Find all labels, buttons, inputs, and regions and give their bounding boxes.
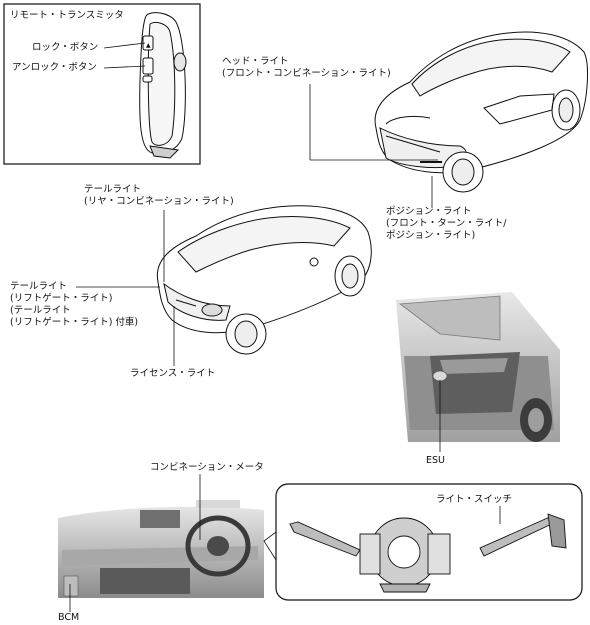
combination-meter-label: コンビネーション・メータ <box>150 462 264 473</box>
dashboard-photo-icon <box>58 500 264 598</box>
combination-switch-icon <box>289 513 567 593</box>
open-liftgate-photo-icon <box>396 292 560 442</box>
svg-text:▲: ▲ <box>146 42 151 49</box>
lock-leader <box>103 42 146 49</box>
car-rear-view-icon <box>156 205 372 355</box>
position-light-label-1: ポジション・ライト <box>386 206 472 217</box>
esu-label: ESU <box>426 455 445 466</box>
taillight-liftgate-label-1: テールライト <box>10 281 68 292</box>
unlock-button-label: アンロック・ボタン <box>12 62 97 73</box>
remote-frame <box>3 3 201 165</box>
position-light-label-2: (フロント・ターン・ライト/ <box>386 218 507 229</box>
light-switch-label: ライト・スイッチ <box>436 494 513 505</box>
car-front-view-icon <box>374 31 588 193</box>
headlight-label-1: ヘッド・ライト <box>222 56 289 67</box>
position-light-label-3: ポジション・ライト) <box>386 230 476 241</box>
taillight-liftgate-label-2: (リフトゲート・ライト) <box>10 293 113 304</box>
bcm-label: BCM <box>58 612 80 623</box>
remote-transmitter-label: リモート・トランスミッタ <box>10 10 124 21</box>
license-light-label: ライセンス・ライト <box>130 368 216 379</box>
taillight-rear-label-1: テールライト <box>84 184 142 195</box>
taillight-rear-label-2: (リヤ・コンビネーション・ライト) <box>84 196 234 207</box>
key-fob-icon: ▲ <box>139 12 187 159</box>
unlock-leader <box>103 65 146 69</box>
headlight-label-2: (フロント・コンビネーション・ライト) <box>222 68 391 79</box>
taillight-liftgate-label-4: (リフトゲート・ライト) 付車) <box>10 317 139 328</box>
taillight-liftgate-label-3: (テールライト <box>10 305 71 316</box>
lock-button-label: ロック・ボタン <box>32 42 99 53</box>
zoom-callout <box>263 531 277 562</box>
